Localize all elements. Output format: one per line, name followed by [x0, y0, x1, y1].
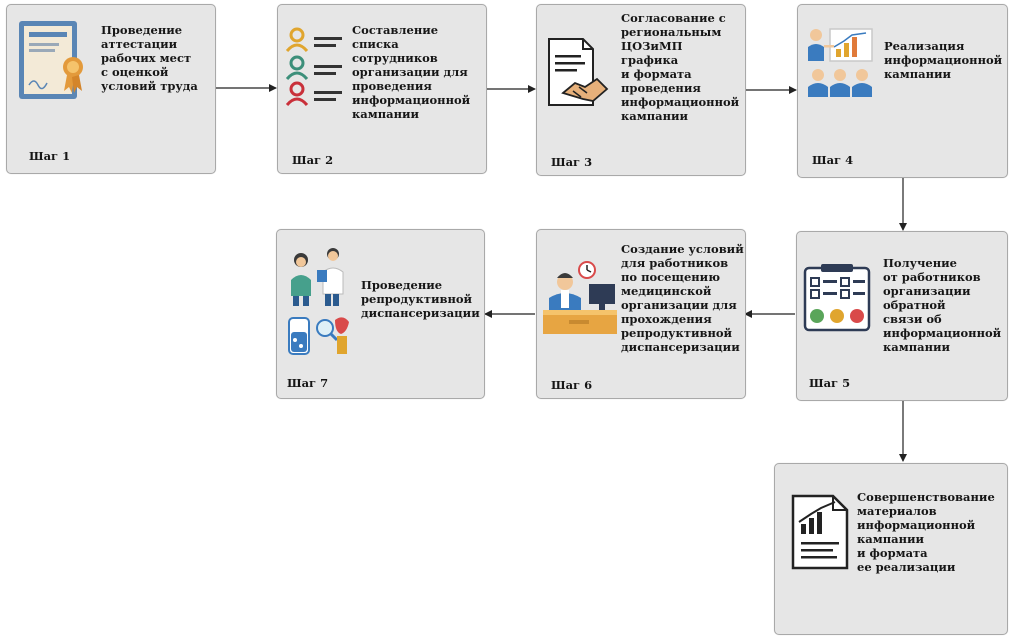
step-1-text: Проведение аттестации рабочих мест с оце…	[101, 23, 198, 93]
step-4-label: Шаг 4	[812, 153, 854, 167]
step-1-label: Шаг 1	[29, 149, 71, 163]
step-6-box: Создание условий для работников по посещ…	[536, 229, 746, 399]
step-7-box: Проведение репродуктивной диспансеризаци…	[276, 229, 485, 399]
step-3-text: Согласование с региональным ЦОЗиМП графи…	[621, 11, 740, 123]
final-text: Совершенствование материалов информацион…	[857, 490, 995, 574]
step-3-label: Шаг 3	[551, 155, 593, 169]
step-6-text: Создание условий для работников по посещ…	[621, 242, 744, 354]
step-2-label: Шаг 2	[292, 153, 334, 167]
step-6-label: Шаг 6	[551, 378, 593, 392]
step-5-box: Получение от работников организации обра…	[796, 231, 1008, 401]
handshake-document-icon	[548, 38, 609, 106]
medical-checkup-icon	[288, 248, 349, 355]
step-2-text: Составление списка сотрудников организац…	[352, 23, 471, 121]
employee-list-icon	[286, 27, 342, 107]
step-4-text: Реализация информационной кампании	[884, 39, 1003, 81]
step-4-box: Реализация информационной кампании Шаг 4	[797, 4, 1008, 178]
office-worker-clock-icon	[543, 261, 617, 334]
certificate-icon	[19, 21, 83, 99]
step-7-label: Шаг 7	[287, 376, 329, 390]
report-chart-icon	[791, 494, 849, 570]
feedback-survey-icon	[803, 264, 871, 332]
step-5-label: Шаг 5	[809, 376, 851, 390]
step-2-box: Составление списка сотрудников организац…	[277, 4, 487, 174]
final-box: Совершенствование материалов информацион…	[774, 463, 1008, 635]
step-3-box: Согласование с региональным ЦОЗиМП графи…	[536, 4, 746, 176]
presentation-icon	[808, 28, 873, 97]
step-5-text: Получение от работников организации обра…	[883, 256, 1002, 354]
step-7-text: Проведение репродуктивной диспансеризаци…	[361, 278, 480, 320]
step-1-box: Проведение аттестации рабочих мест с оце…	[6, 4, 216, 174]
